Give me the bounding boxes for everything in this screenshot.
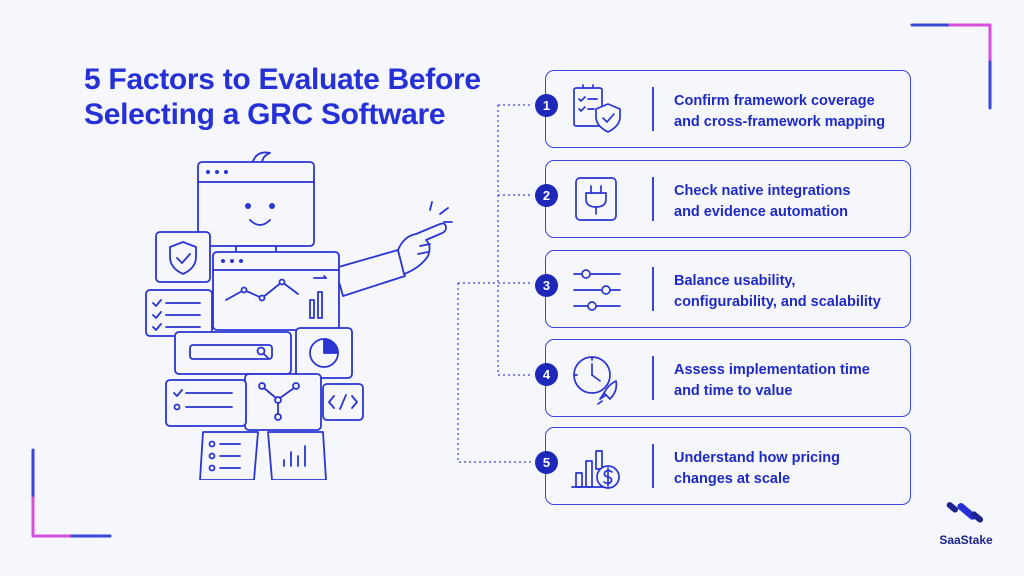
factor-text-line-1: Assess implementation time [674,362,870,378]
factor-number-badge: 3 [535,274,558,297]
robot-arm [334,249,406,297]
robot-head [197,161,315,247]
connector-lines [457,104,532,463]
factor-divider [652,444,654,488]
brand-block: SaaStake [938,500,994,547]
factor-text: Balance usability, configurability, and … [674,271,906,313]
factor-divider [652,177,654,221]
pointing-hand-icon [397,201,453,275]
bottom-left-bracket [31,448,112,538]
pie-chart-card [295,327,353,379]
bar-chart-dollar-icon [571,450,620,489]
robot-pointing-illustration [145,151,453,480]
factor-text-line-2: configurability, and scalability [674,294,881,310]
factor-text: Confirm framework coverage and cross-fra… [674,91,906,133]
shield-card [155,231,211,283]
clock-rocket-icon [573,356,618,405]
robot-right-leg [267,431,327,480]
list-card [165,379,247,427]
sliders-icon [573,269,621,311]
factor-card-1: 1 Confirm framework coverage and cross-f… [535,70,911,148]
factor-card-4: 4 Assess implementation time and time to… [535,339,911,417]
factor-divider [652,87,654,131]
factor-text-line-1: Check native integrations [674,183,851,199]
factor-divider [652,356,654,400]
factor-card-5: 5 Understand how pricing changes at scal… [535,427,911,505]
factor-text: Assess implementation time and time to v… [674,360,906,402]
factor-card-3: 3 Balance usability, configurability, an… [535,250,911,328]
factor-text-line-1: Balance usability, [674,273,796,289]
top-right-bracket [910,23,992,110]
factor-divider [652,267,654,311]
factor-text-line-1: Confirm framework coverage [674,93,875,109]
factor-number-badge: 2 [535,184,558,207]
title-line-2: Selecting a GRC Software [84,98,446,131]
factor-number-badge: 5 [535,451,558,474]
search-panel [174,331,292,375]
saastake-logo-icon [946,502,984,523]
robot-left-leg [199,431,259,480]
factor-text-line-1: Understand how pricing [674,450,840,466]
factor-text-line-2: and time to value [674,383,793,399]
checklist-shield-icon [573,84,621,133]
factor-text-line-2: changes at scale [674,471,791,487]
factor-text: Understand how pricing changes at scale [674,448,906,490]
factor-number-badge: 4 [535,363,558,386]
title-line-1: 5 Factors to Evaluate Before [84,63,481,96]
hair-tuft [251,151,271,165]
plug-icon [575,177,617,221]
factor-card-2: 2 Check native integrations and evidence… [535,160,911,238]
page-title: 5 Factors to Evaluate Before Selecting a… [84,62,481,132]
robot-torso-dashboard [212,251,340,331]
factor-number-badge: 1 [535,94,558,117]
checklist-card [145,289,213,337]
factor-text: Check native integrations and evidence a… [674,181,906,223]
code-icon [322,383,364,421]
factor-text-line-2: and evidence automation [674,204,849,220]
factor-text-line-2: and cross-framework mapping [674,114,886,130]
robot-lower-body [244,373,322,431]
brand-name: SaaStake [939,533,993,547]
